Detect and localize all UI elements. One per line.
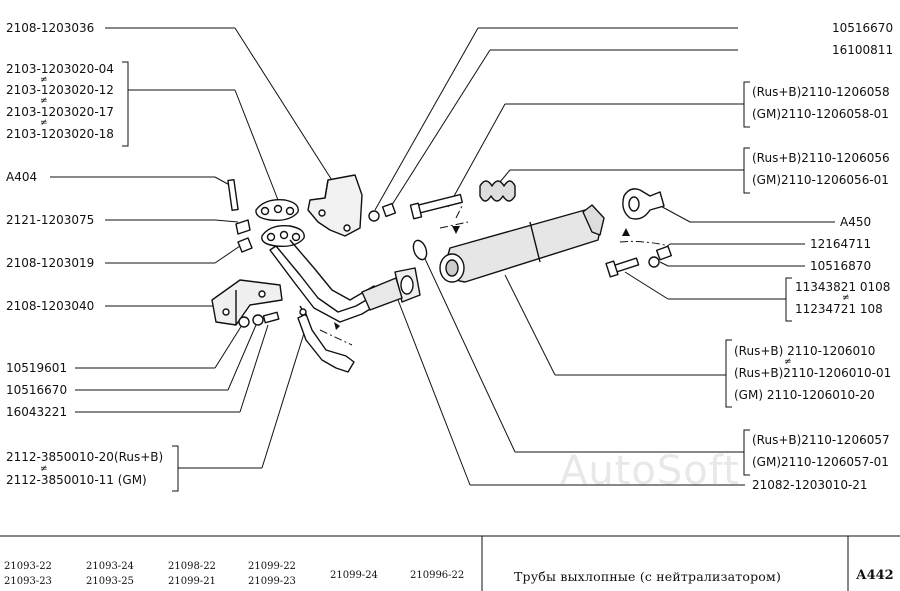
page-code: А442 xyxy=(856,568,894,583)
leader-line xyxy=(397,299,471,486)
page-title: Трубы выхлопные (с нейтрализатором) xyxy=(514,569,782,584)
leader-line xyxy=(419,247,516,453)
label-2110-1206058-01: (GM)2110-1206058-01 xyxy=(752,107,889,121)
nut-10516670 xyxy=(368,210,380,222)
label-2103-1203020-04: 2103-1203020-04 xyxy=(6,62,114,76)
label-10516870: 10516870 xyxy=(810,259,872,273)
leader-line xyxy=(214,324,243,369)
model-21098-22: 21098-22 xyxy=(168,561,216,572)
label-2108-1203040: 2108-1203040 xyxy=(6,299,95,313)
model-21099-22: 21099-22 xyxy=(248,561,296,572)
label-2110-1206058: (Rus+B)2110-1206058 xyxy=(752,85,890,99)
washer-10519601 xyxy=(238,316,250,328)
label-2121-1203075: 2121-1203075 xyxy=(6,213,95,227)
stud-a404 xyxy=(227,179,239,211)
nut-12164711 xyxy=(655,245,673,261)
bolt-16043221 xyxy=(262,311,280,324)
leader-line xyxy=(234,27,336,186)
model-21093-23: 21093-23 xyxy=(4,576,52,587)
label-2110-1206057: (Rus+B)2110-1206057 xyxy=(752,433,890,447)
spring-2110-1206056 xyxy=(479,180,516,202)
label-2110-1206010: (Rus+B) 2110-1206010 xyxy=(734,344,876,358)
bolt-2110-1206058 xyxy=(415,193,463,215)
bracket xyxy=(122,61,129,147)
watermark: AutoSoft xyxy=(560,448,740,494)
leader-line xyxy=(504,274,556,376)
not-equal-symbol: ≠ xyxy=(40,118,48,128)
bracket xyxy=(743,429,750,476)
label-21082-1203010-21: 21082-1203010-21 xyxy=(752,478,868,492)
label-2112-3850010-11: 2112-3850010-11 (GM) xyxy=(6,473,147,487)
not-equal-symbol: ≠ xyxy=(40,96,48,106)
label-2103-1203020-18: 2103-1203020-18 xyxy=(6,127,114,141)
rear-bracket xyxy=(211,279,283,326)
label-10516670-right: 10516670 xyxy=(832,21,894,35)
label-16100811: 16100811 xyxy=(832,43,894,57)
leader-line xyxy=(227,324,257,391)
not-equal-symbol: ≠ xyxy=(40,75,48,85)
label-2110-1206010-01: (Rus+B)2110-1206010-01 xyxy=(734,366,892,380)
leader-line xyxy=(214,219,239,223)
leader-line xyxy=(374,27,479,211)
pipe-section xyxy=(361,277,403,311)
model-21099-23: 21099-23 xyxy=(248,576,296,587)
label-12164711: 12164711 xyxy=(810,237,872,251)
model-210996-22: 210996-22 xyxy=(410,570,465,581)
washer xyxy=(235,219,251,235)
label-10519601: 10519601 xyxy=(6,361,68,375)
leader-line xyxy=(659,261,669,267)
heat-shield-bracket xyxy=(307,174,363,237)
label-2108-1203036: 2108-1203036 xyxy=(6,21,95,35)
model-21093-24: 21093-24 xyxy=(86,561,134,572)
model-21093-22: 21093-22 xyxy=(4,561,52,572)
bracket xyxy=(743,81,750,128)
bracket xyxy=(725,339,732,408)
not-equal-symbol: ≠ xyxy=(842,293,850,303)
label-2103-1203020-17: 2103-1203020-17 xyxy=(6,105,114,119)
nut-10516870 xyxy=(648,256,660,268)
catalytic-converter xyxy=(444,209,601,283)
leader-line xyxy=(234,89,279,201)
model-21099-24: 21099-24 xyxy=(330,570,378,581)
washer-10516670 xyxy=(252,314,264,326)
model-21099-21: 21099-21 xyxy=(168,576,216,587)
bracket xyxy=(172,445,179,492)
gasket-ring xyxy=(412,239,428,261)
bolt-right-head xyxy=(605,260,619,278)
label-10516670-left: 10516670 xyxy=(6,383,68,397)
bracket xyxy=(785,277,792,322)
leader-line xyxy=(389,49,491,209)
label-2110-1206057-01: (GM)2110-1206057-01 xyxy=(752,455,889,469)
nut xyxy=(237,237,253,253)
label-a404: А404 xyxy=(6,170,38,184)
leader-line xyxy=(239,324,269,413)
label-2110-1206056-01: (GM)2110-1206056-01 xyxy=(752,173,889,187)
not-equal-symbol: ≠ xyxy=(40,464,48,474)
oxygen-sensor xyxy=(297,313,355,373)
leader-line xyxy=(447,103,506,208)
leader-line xyxy=(214,245,241,264)
converter-outlet xyxy=(582,204,605,236)
label-11234721: 11234721 108 xyxy=(795,302,883,316)
label-2110-1206010-20: (GM) 2110-1206010-20 xyxy=(734,388,875,402)
label-16043221: 16043221 xyxy=(6,405,68,419)
model-21093-25: 21093-25 xyxy=(86,576,134,587)
label-11343821: 11343821 0108 xyxy=(795,280,891,294)
label-2110-1206056: (Rus+B)2110-1206056 xyxy=(752,151,890,165)
bolt-head xyxy=(409,202,423,220)
washer-16100811 xyxy=(381,202,397,218)
bracket xyxy=(743,147,750,194)
leader-line xyxy=(499,169,511,183)
label-a450: А450 xyxy=(840,215,872,229)
label-2112-3850010-20: 2112-3850010-20(Rus+B) xyxy=(6,450,164,464)
not-equal-symbol: ≠ xyxy=(784,357,792,367)
leader-line xyxy=(261,329,306,469)
label-2103-1203020-12: 2103-1203020-12 xyxy=(6,83,114,97)
label-2108-1203019: 2108-1203019 xyxy=(6,256,95,270)
leader-line xyxy=(624,271,669,300)
